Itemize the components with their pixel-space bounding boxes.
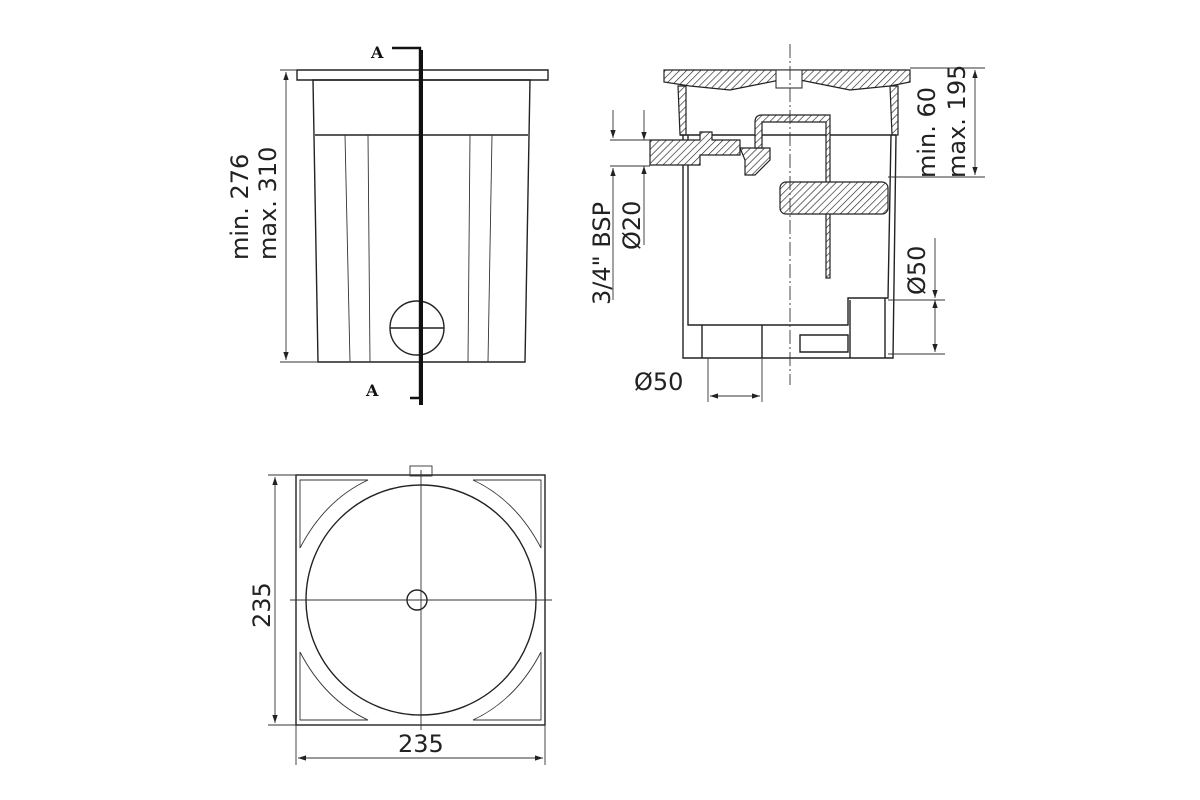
section-marker-top: A [370,43,384,62]
depth-label: 235 [248,582,276,628]
body-grooves [344,134,493,363]
side-outlet-diameter-label: Ø50 [903,246,931,295]
float-arm [754,114,831,279]
height-max-label: max. 310 [254,147,282,260]
width-label: 235 [398,730,444,758]
adjust-max-label: max. 195 [943,65,971,178]
front-view: A A min. 276 max. 310 [226,43,549,405]
inlet-diameter-label: Ø20 [618,201,646,250]
float [779,181,889,215]
bottom-outlet-diameter-label: Ø50 [634,368,683,396]
section-view: min. 60 max. 195 Ø50 3/4" BSP Ø20 Ø50 [588,44,985,402]
adjust-min-label: min. 60 [913,87,941,178]
lid-rim [296,69,549,81]
inlet-thread-label: 3/4" BSP [588,202,616,305]
float-valve-inlet [649,131,741,166]
bottom-outlet [701,325,763,358]
corner-arcs [299,479,542,721]
height-min-label: min. 276 [226,154,254,260]
section-marker-bottom: A [365,381,379,400]
body-outline [312,79,531,363]
top-view: 235 235 [248,465,552,765]
